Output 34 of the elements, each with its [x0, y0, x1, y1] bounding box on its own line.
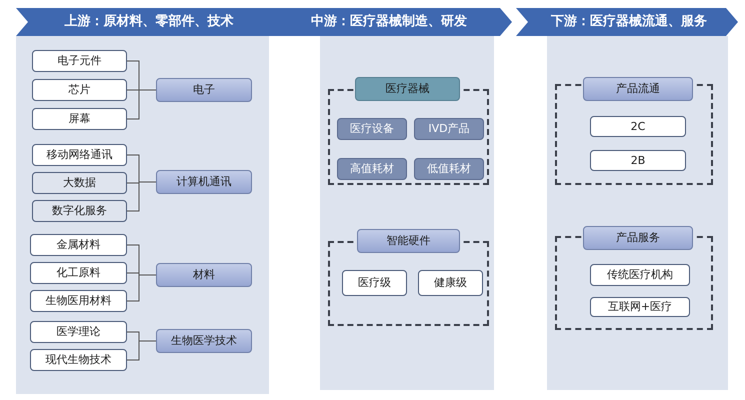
item-box: 现代生物技术: [30, 349, 127, 371]
item-box: 传统医疗机构: [590, 264, 690, 286]
item-box: 金属材料: [30, 234, 127, 256]
item-box: 移动网络通讯: [32, 144, 127, 166]
item-box: 互联网+医疗: [590, 297, 690, 317]
bracket-connector: [126, 182, 156, 212]
item-box: 电子元件: [32, 50, 127, 72]
category-box: 产品服务: [583, 226, 693, 250]
item-box: 芯片: [32, 79, 127, 101]
item-box: 生物医用材料: [30, 290, 127, 312]
item-box: 化工原料: [30, 262, 127, 284]
category-box: 材料: [156, 263, 252, 287]
product-box: 医疗设备: [337, 118, 407, 140]
item-box: 医学理论: [30, 321, 127, 343]
bracket-connector: [126, 340, 156, 360]
category-box: 产品流通: [583, 77, 693, 101]
item-box: 屏幕: [32, 108, 127, 130]
product-box: 低值耗材: [414, 158, 484, 180]
item-box: 2C: [590, 116, 686, 137]
category-box: 智能硬件: [357, 229, 460, 253]
category-box: 电子: [156, 78, 252, 102]
bracket-connector: [126, 274, 156, 302]
item-box: 医疗级: [342, 270, 407, 296]
product-box: IVD产品: [414, 118, 484, 140]
category-box: 计算机通讯: [156, 170, 252, 194]
stage-banner: 下游：医疗器械流通、服务: [516, 8, 738, 36]
item-box: 健康级: [418, 270, 483, 296]
product-box: 高值耗材: [337, 158, 407, 180]
item-box: 数字化服务: [32, 200, 127, 222]
category-box: 生物医学技术: [156, 329, 252, 353]
item-box: 大数据: [32, 172, 127, 194]
item-box: 2B: [590, 150, 686, 171]
category-box: 医疗器械: [355, 77, 460, 101]
bracket-connector: [126, 90, 156, 120]
